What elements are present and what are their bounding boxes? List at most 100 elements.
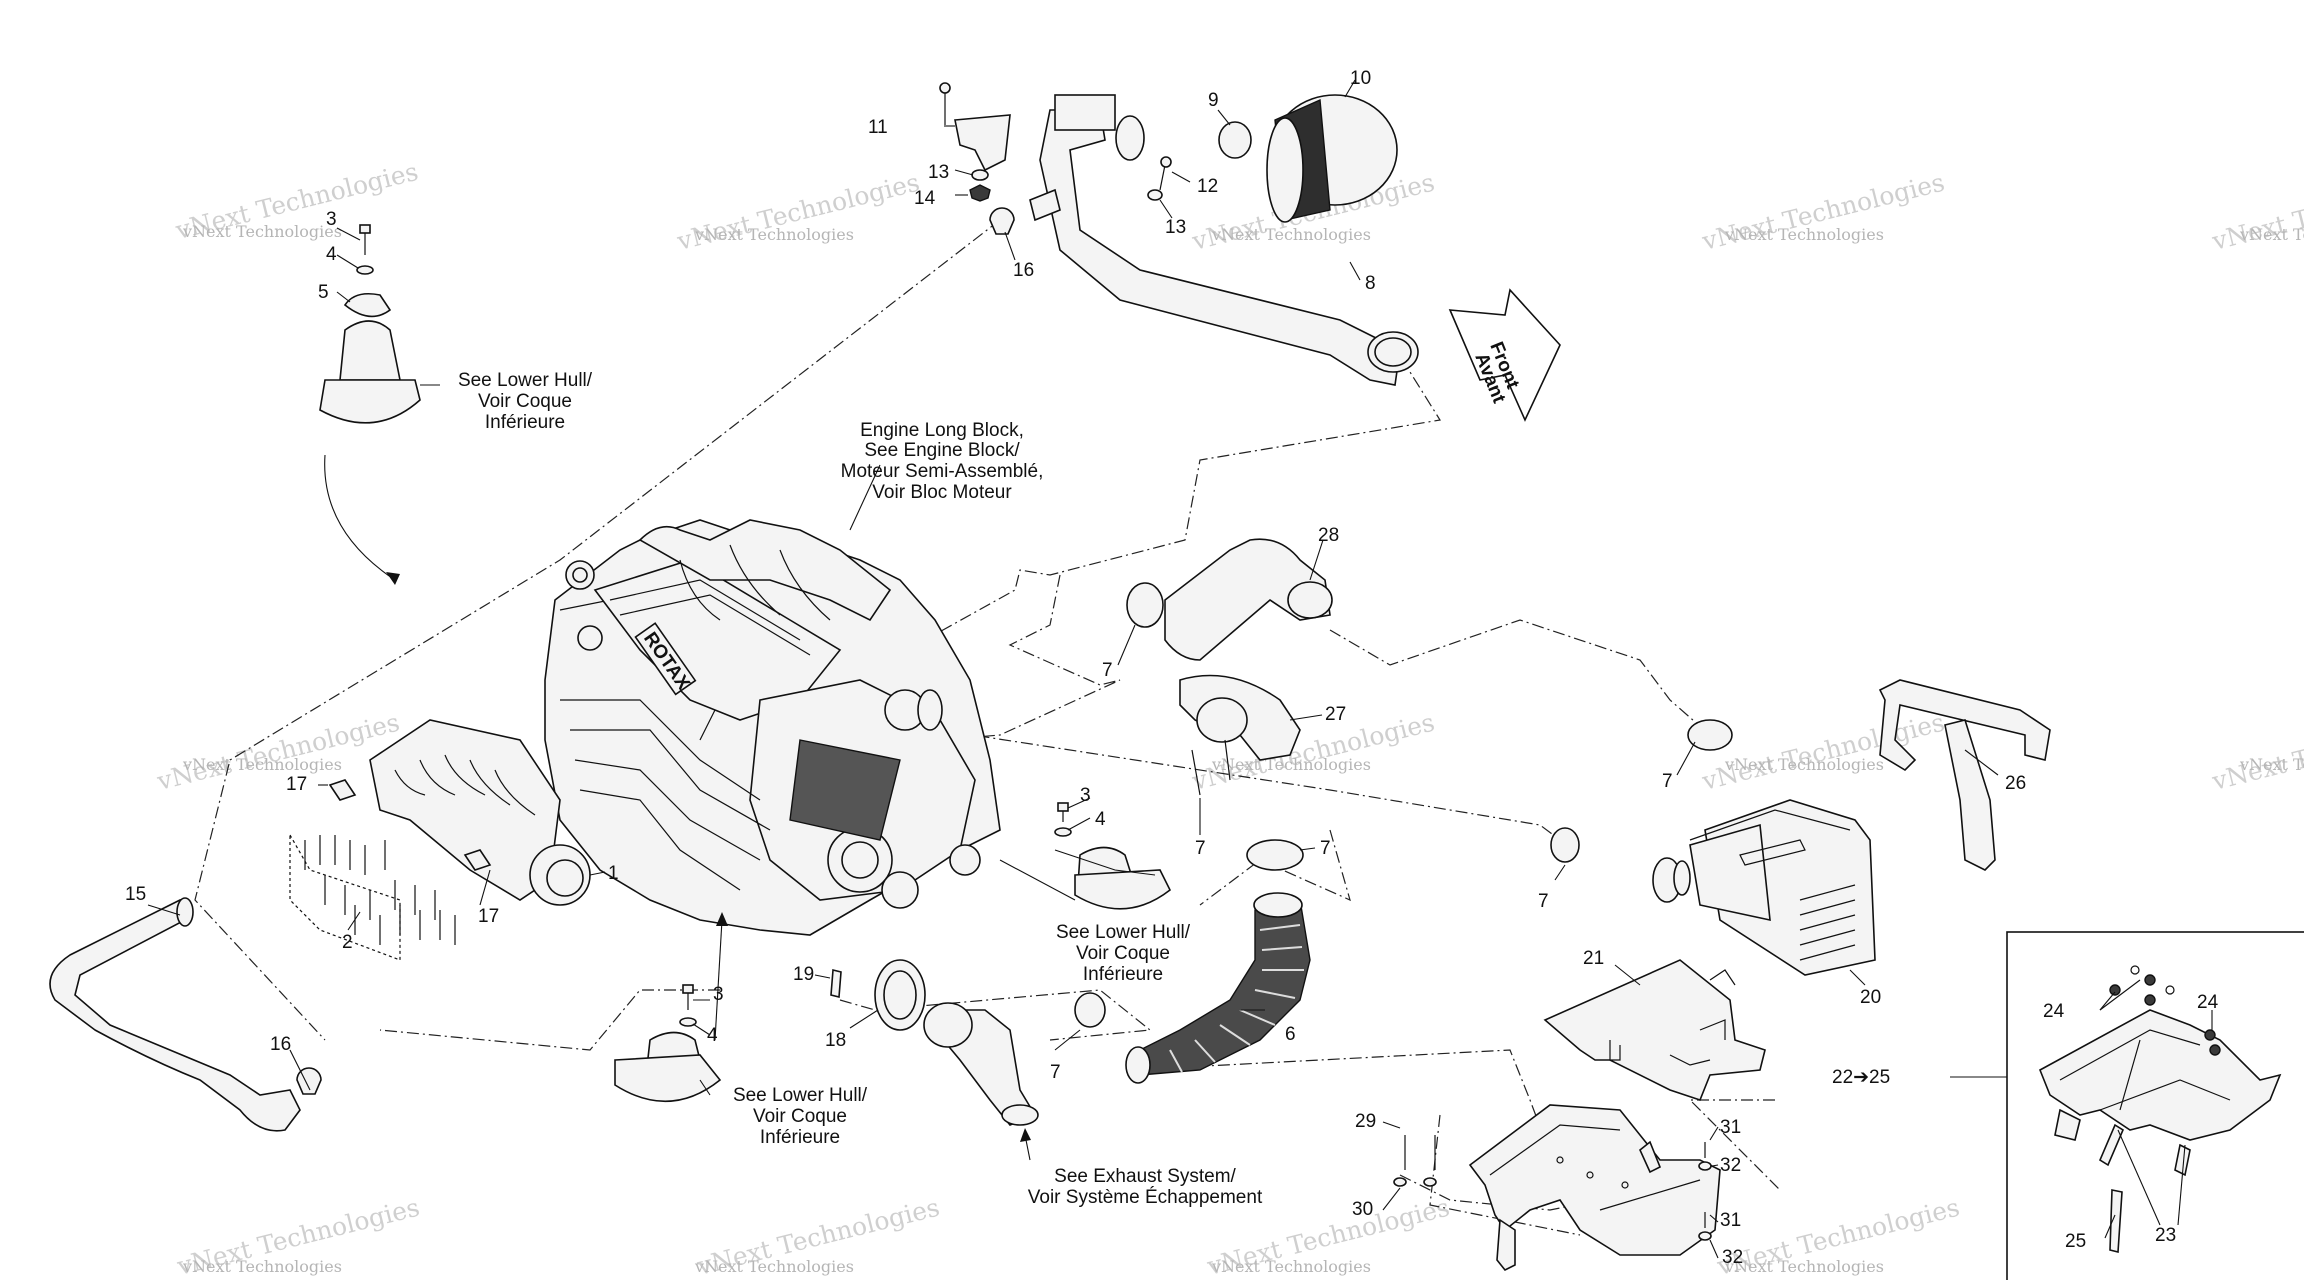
corrugated-hose xyxy=(1125,892,1311,1084)
note-line: Voir Coque xyxy=(1076,943,1170,964)
bolt-icon xyxy=(1160,156,1172,168)
mount-base xyxy=(319,379,421,424)
curved-arrows xyxy=(324,454,1031,1161)
callout-28: 28 xyxy=(1318,525,1339,546)
inset-detail xyxy=(1950,931,2304,1285)
watermark-large: vNext Technologies xyxy=(1698,708,1947,796)
watermark-large: vNext Technologies xyxy=(2208,708,2304,796)
mount-base xyxy=(614,1054,722,1103)
heat-shield xyxy=(1543,959,1766,1101)
callout-4c: 4 xyxy=(707,1025,718,1046)
watermark-small: vNext Technologies xyxy=(1211,755,1371,774)
callouts: 10 9 11 13 14 12 13 16 8 3 4 5 28 7 27 1… xyxy=(125,68,2219,1268)
engine-block-note: Engine Long Block, See Engine Block/ Mot… xyxy=(841,420,1044,503)
callout-26: 26 xyxy=(2005,773,2026,794)
note-line: See Lower Hull/ xyxy=(733,1085,868,1106)
callout-9: 9 xyxy=(1208,90,1219,111)
callout-16b: 16 xyxy=(270,1034,291,1055)
lower-hull-note-right: See Lower Hull/ Voir Coque Inférieure xyxy=(1056,922,1191,985)
exhaust-coupling xyxy=(830,959,1039,1126)
arrow-head-icon xyxy=(386,572,400,585)
callout-22-25: 22➔25 xyxy=(1832,1067,1890,1088)
lower-hull-note-bottom: See Lower Hull/ Voir Coque Inférieure xyxy=(733,1085,868,1148)
watermark-small: vNext Technologies xyxy=(2239,755,2304,774)
watermark-small: vNext Technologies xyxy=(1211,1257,1371,1276)
callout-7d: 7 xyxy=(1050,1062,1061,1083)
pin-icon xyxy=(830,968,842,999)
callout-15: 15 xyxy=(125,884,146,905)
boost-hoses xyxy=(1074,538,1333,1084)
callout-3c: 3 xyxy=(713,984,724,1005)
coolant-hose xyxy=(49,897,322,1132)
note-line: Inférieure xyxy=(1083,964,1163,985)
washer-icon xyxy=(1698,1231,1712,1241)
watermark-small: vNext Technologies xyxy=(182,1257,342,1276)
watermark-small: vNext Technologies xyxy=(182,755,342,774)
callout-20: 20 xyxy=(1860,987,1881,1008)
bolt-icon xyxy=(1057,802,1069,812)
callout-12: 12 xyxy=(1197,176,1218,197)
callout-13: 13 xyxy=(928,162,949,183)
intake-bracket xyxy=(954,114,1011,172)
intercooler-bracket xyxy=(1878,679,2051,871)
washer-icon xyxy=(1423,1177,1437,1187)
callout-29: 29 xyxy=(1355,1111,1376,1132)
leader-lines xyxy=(147,79,2213,1259)
washer-icon xyxy=(1054,827,1072,837)
callout-4b: 4 xyxy=(1095,809,1106,830)
arrow-head-icon xyxy=(1020,1128,1031,1142)
engine-mount-right xyxy=(1054,802,1172,910)
mounting-bracket xyxy=(1393,1104,1721,1272)
callout-24a: 24 xyxy=(2043,1001,2065,1022)
callout-6: 6 xyxy=(1285,1024,1296,1045)
bolt-icon xyxy=(682,984,694,994)
watermark-small: vNext Technologies xyxy=(2239,225,2304,244)
hose-clamp-icon xyxy=(1074,992,1106,1028)
washer-icon xyxy=(1393,1177,1407,1187)
front-direction-arrow: Front Avant xyxy=(1448,288,1561,422)
callout-25: 25 xyxy=(2065,1231,2086,1252)
arrow-head-icon xyxy=(716,912,728,926)
engine-mount-bottom xyxy=(614,984,722,1103)
engine-mount-top-left xyxy=(319,224,421,424)
callout-11: 11 xyxy=(868,117,888,138)
plug-icon xyxy=(463,849,492,871)
watermark-small: vNext Technologies xyxy=(182,222,342,241)
mount-plate xyxy=(343,292,392,318)
callout-7a: 7 xyxy=(1102,660,1113,681)
intercooler xyxy=(1550,719,1876,976)
plug-icon xyxy=(328,779,357,801)
watermark: vNext Technologies xyxy=(2208,708,2304,796)
lower-hull-note-top: See Lower Hull/ Voir Coque Inférieure xyxy=(458,370,593,433)
callout-5: 5 xyxy=(318,282,329,303)
duct-port xyxy=(1115,115,1145,161)
note-line: Inférieure xyxy=(485,412,565,433)
callout-18: 18 xyxy=(825,1030,846,1051)
hose-clamp-icon xyxy=(989,207,1015,235)
hose-clamp-icon xyxy=(1126,582,1164,628)
callout-17a: 17 xyxy=(286,774,307,795)
callout-16: 16 xyxy=(1013,260,1034,281)
air-filter xyxy=(1266,94,1398,223)
callout-23: 23 xyxy=(2155,1225,2176,1246)
washer-icon xyxy=(1698,1161,1712,1171)
engine-block: ROTAX xyxy=(544,519,1001,936)
callout-7f: 7 xyxy=(1662,771,1673,792)
callout-32b: 32 xyxy=(1722,1247,1743,1268)
callout-3: 3 xyxy=(326,209,337,230)
watermark-small: vNext Technologies xyxy=(694,1257,854,1276)
nut-icon xyxy=(969,184,991,202)
hose-clamp-icon xyxy=(1687,719,1733,751)
duct-inlet xyxy=(1054,94,1116,131)
note-line: Voir Bloc Moteur xyxy=(872,482,1012,503)
callout-7c: 7 xyxy=(1320,838,1331,859)
bolt-group xyxy=(289,832,456,961)
exhaust-note: See Exhaust System/ Voir Système Échappe… xyxy=(1028,1166,1263,1208)
callout-3b: 3 xyxy=(1080,785,1091,806)
note-line: Voir Coque xyxy=(753,1106,847,1127)
note-line: See Engine Block/ xyxy=(864,440,1020,461)
washer-icon xyxy=(1147,189,1163,201)
watermark-small: vNext Technologies xyxy=(694,225,854,244)
note-line: Voir Système Échappement xyxy=(1028,1187,1263,1208)
